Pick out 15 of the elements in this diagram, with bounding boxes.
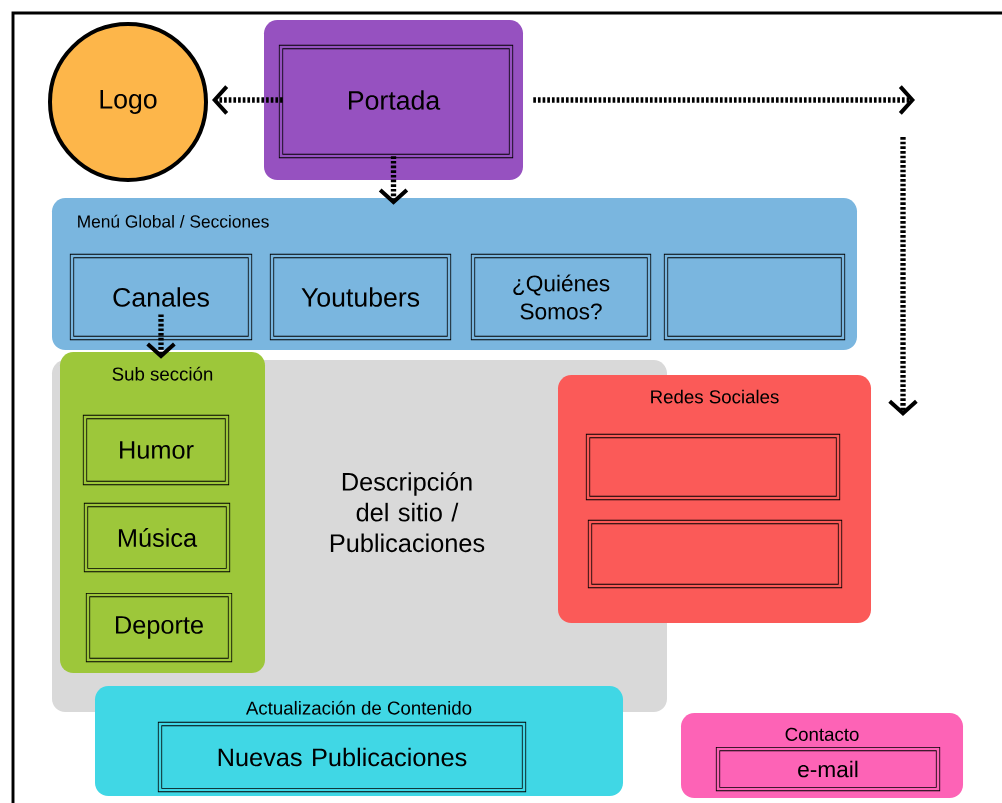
circle-node: Logo: [48, 22, 208, 182]
email-box: e-mail: [715, 746, 941, 792]
arrow: [212, 85, 283, 115]
menu-box: ¿Quiénes Somos?: [470, 253, 652, 341]
category-box: Música: [83, 502, 231, 573]
page-box: Portada: [264, 20, 523, 180]
publication-box: Nuevas Publicaciones: [157, 721, 527, 793]
social-box: [585, 433, 841, 501]
category-box: Deporte: [85, 592, 233, 663]
menu-box: [663, 253, 846, 341]
menu-box: Youtubers: [269, 253, 452, 341]
category-box: Humor: [82, 414, 230, 486]
arrow: [533, 85, 915, 115]
menu-box: Canales: [69, 253, 253, 341]
social-box: [587, 519, 843, 589]
